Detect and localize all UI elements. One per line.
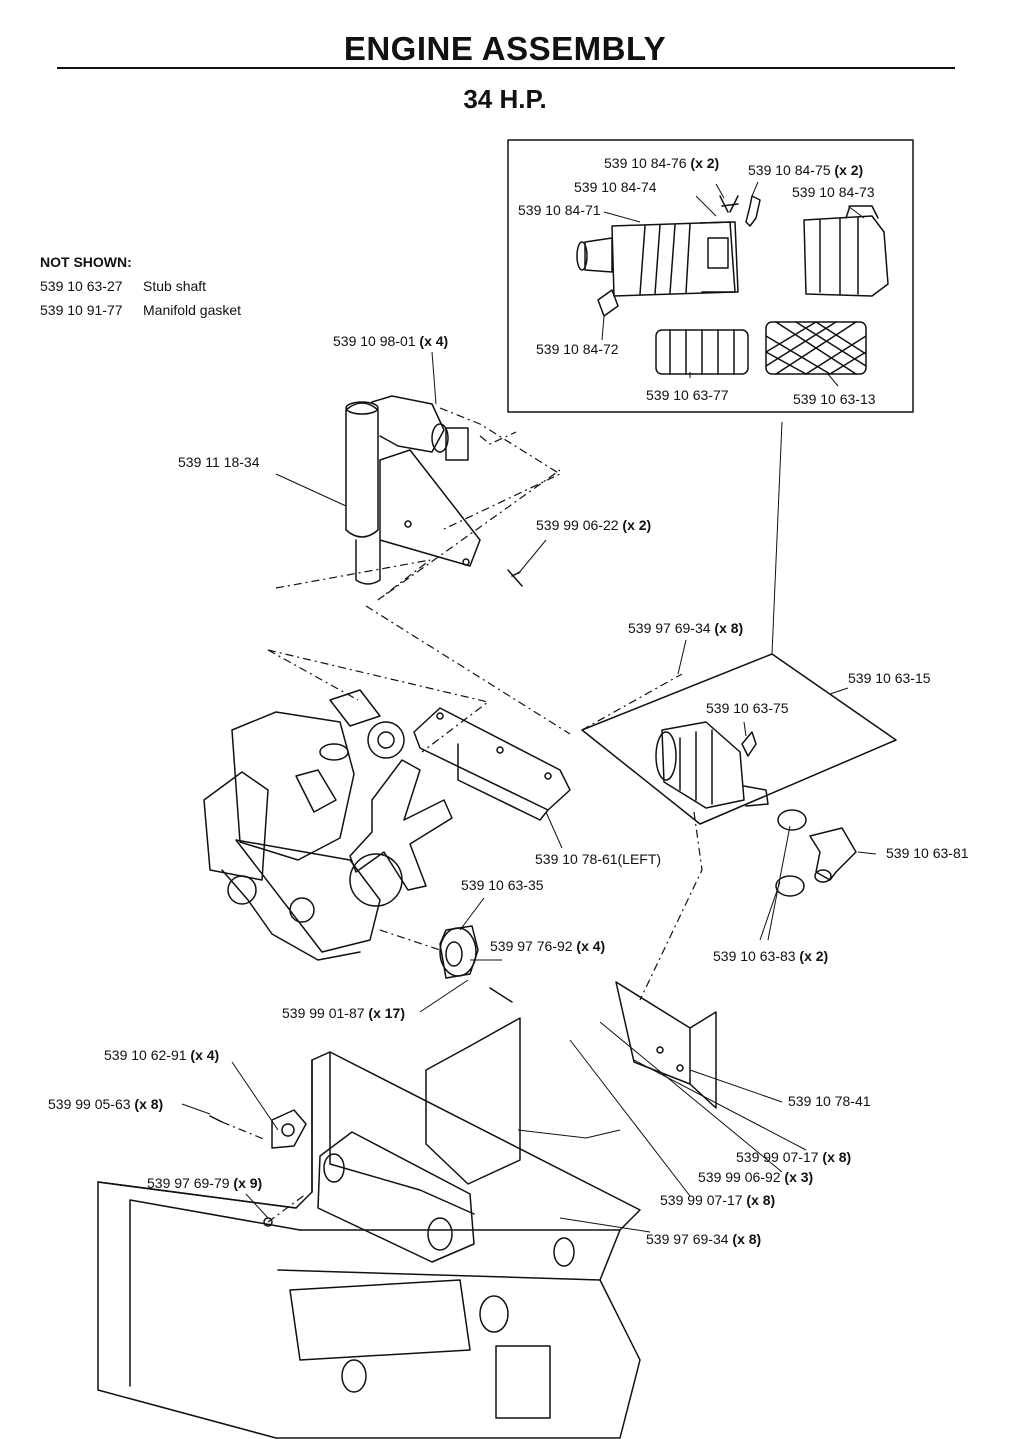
callout-leader-lines: [181, 181, 877, 1233]
callout-label: 539 10 84-74: [574, 179, 657, 195]
not-shown-item: 539 10 63-27 Stub shaft: [40, 274, 241, 298]
air-filter-cover: [803, 205, 889, 297]
title-underline: [57, 67, 955, 69]
callout-label: 539 10 63-75: [706, 700, 789, 716]
cooling-fan: [349, 759, 453, 891]
retainer-latch: [745, 195, 761, 227]
engine-bracket-left: [413, 707, 571, 821]
coupling-bolt: [489, 987, 513, 1003]
not-shown-header: NOT SHOWN:: [40, 254, 132, 270]
not-shown-part-number: 539 10 63-27: [40, 278, 123, 294]
callout-label: 539 10 63-83 (x 2): [713, 948, 828, 964]
callout-label: 539 10 63-81: [886, 845, 969, 861]
callout-label: 539 99 06-92 (x 3): [698, 1169, 813, 1185]
callout-label: 539 10 78-61(LEFT): [535, 851, 661, 867]
callout-label: 539 10 63-77: [646, 387, 729, 403]
callout-label: 539 11 18-34: [178, 454, 260, 470]
callout-label: 539 99 07-17 (x 8): [660, 1192, 775, 1208]
callout-label: 539 97 69-79 (x 9): [147, 1175, 262, 1191]
callout-label: 539 99 06-22 (x 2): [536, 517, 651, 533]
callout-label: 539 10 98-01 (x 4): [333, 333, 448, 349]
page-title: ENGINE ASSEMBLY: [343, 30, 667, 67]
air-filter-detail-box: [507, 139, 914, 413]
not-shown-item: 539 10 91-77 Manifold gasket: [40, 298, 241, 322]
callout-label: 539 10 84-71: [518, 202, 601, 218]
not-shown-list: NOT SHOWN: 539 10 63-27 Stub shaft 539 10…: [40, 250, 241, 322]
pump-mount-bracket: [615, 981, 717, 1109]
callout-labels: 539 10 84-76 (x 2) 539 10 84-75 (x 2) 53…: [48, 155, 969, 1247]
callout-label: 539 10 78-41: [788, 1093, 871, 1109]
callout-label: 539 97 69-34 (x 8): [646, 1231, 761, 1247]
tractor-frame: [97, 1051, 641, 1439]
not-shown-description: Manifold gasket: [143, 302, 242, 318]
not-shown-description: Stub shaft: [143, 278, 207, 294]
air-filter-housing: [576, 221, 739, 297]
engine-mount-isolator: [271, 1109, 307, 1149]
callout-label: 539 10 84-75 (x 2): [748, 162, 863, 178]
pump-fitting: [741, 731, 757, 757]
page-subtitle: 34 H.P.: [463, 84, 547, 114]
callout-label: 539 10 63-35: [461, 877, 544, 893]
callout-label: 539 10 84-72: [536, 341, 619, 357]
callout-label: 539 10 63-13: [793, 391, 876, 407]
callout-label: 539 99 01-87 (x 17): [282, 1005, 405, 1021]
assembly-guide-lines: [221, 407, 703, 1223]
pump-hose-elbow: [809, 827, 857, 883]
safety-filter-element: [765, 321, 867, 375]
retainer-clip: [719, 195, 739, 213]
not-shown-part-number: 539 10 91-77: [40, 302, 123, 318]
primary-filter-element: [655, 329, 749, 375]
engine-block: [203, 689, 453, 961]
hose-clamp-lower: [775, 875, 805, 897]
callout-label: 539 97 76-92 (x 4): [490, 938, 605, 954]
callout-label: 539 99 05-63 (x 8): [48, 1096, 163, 1112]
callout-label: 539 10 63-15: [848, 670, 931, 686]
callout-label: 539 10 62-91 (x 4): [104, 1047, 219, 1063]
muffler: [345, 395, 481, 585]
callout-label: 539 10 84-76 (x 2): [604, 155, 719, 171]
frame-mount-plate: [425, 1017, 521, 1185]
evacuator-valve: [597, 289, 619, 317]
hose-clamp-upper: [777, 809, 807, 831]
callout-label: 539 97 69-34 (x 8): [628, 620, 743, 636]
drive-coupling: [439, 925, 479, 979]
callout-label: 539 10 84-73: [792, 184, 875, 200]
hydraulic-pump: [581, 653, 897, 825]
callout-label: 539 99 07-17 (x 8): [736, 1149, 851, 1165]
mount-bolt: [209, 1115, 223, 1123]
